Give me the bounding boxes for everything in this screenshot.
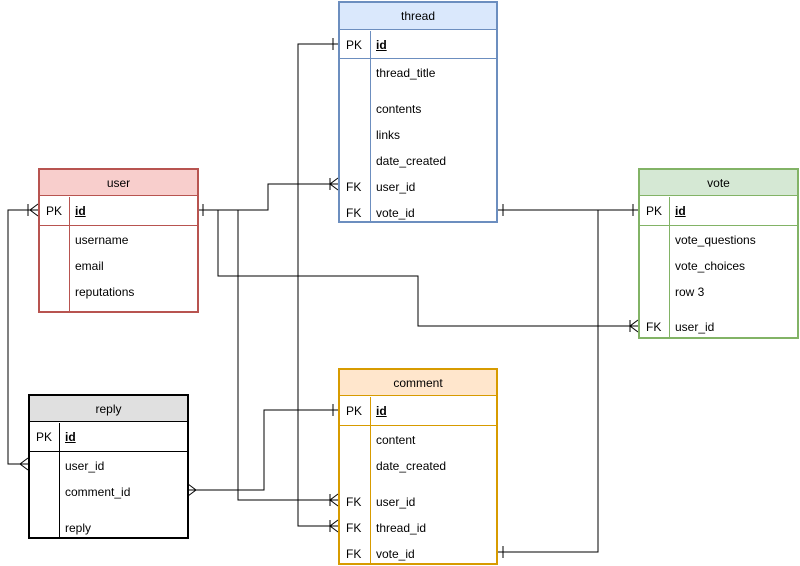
field-row: links: [340, 125, 496, 145]
rel-user-reply: [7, 209, 38, 465]
rel-vote-comment: [498, 210, 599, 553]
field-row: vote_questions: [640, 230, 797, 250]
entity-comment[interactable]: comment PK id content date_created FK us…: [338, 368, 498, 565]
field-row: date_created: [340, 151, 496, 171]
entity-thread-header: thread: [340, 3, 496, 30]
field-name: content: [376, 433, 416, 447]
field-name: date_created: [376, 459, 447, 473]
field-row: vote_choices: [640, 256, 797, 276]
rel-user-thread: [198, 183, 338, 211]
field-row-pk: PK id: [30, 427, 187, 447]
rel-comment-reply: [188, 409, 338, 491]
field-row-pk: PK id: [40, 201, 197, 221]
field-row-pk: PK id: [340, 35, 496, 55]
field-name: thread_id: [376, 521, 427, 535]
field-name: links: [376, 128, 401, 142]
field-name: row 3: [675, 285, 705, 299]
field-row-pk: PK id: [340, 401, 496, 421]
key-label: FK: [346, 180, 362, 194]
rel-thread-comment: [297, 43, 338, 527]
field-row: comment_id: [30, 482, 187, 502]
key-label: PK: [36, 430, 53, 444]
field-name: vote_id: [376, 206, 415, 220]
entity-comment-header: comment: [340, 370, 496, 396]
field-row: FK user_id: [340, 492, 496, 512]
pk-field: id: [376, 38, 387, 52]
field-row: user_id: [30, 456, 187, 476]
field-row: content: [340, 430, 496, 450]
rel-user-comment: [237, 210, 338, 501]
key-label: FK: [346, 547, 362, 561]
field-row: reply: [30, 518, 187, 538]
field-row: FK user_id: [640, 317, 797, 337]
field-name: thread_title: [376, 66, 436, 80]
field-name: contents: [376, 102, 422, 116]
field-name: user_id: [376, 180, 416, 194]
entity-reply[interactable]: reply PK id user_id comment_id reply: [28, 394, 189, 539]
key-label: FK: [346, 206, 362, 220]
key-label: PK: [46, 204, 63, 218]
field-name: user_id: [376, 495, 416, 509]
field-row: FK user_id: [340, 177, 496, 197]
field-name: date_created: [376, 154, 447, 168]
key-label: FK: [646, 320, 662, 334]
key-label: PK: [646, 204, 663, 218]
field-name: reply: [65, 521, 92, 535]
field-row: FK vote_id: [340, 203, 496, 223]
field-row: thread_title: [340, 63, 496, 83]
pk-field: id: [75, 204, 86, 218]
field-name: reputations: [75, 285, 135, 299]
key-label: PK: [346, 38, 363, 52]
entity-vote[interactable]: vote PK id vote_questions vote_choices r…: [638, 168, 799, 339]
entity-user[interactable]: user PK id username email reputations: [38, 168, 199, 313]
entity-vote-header: vote: [640, 170, 797, 196]
pk-field: id: [675, 204, 686, 218]
entity-reply-header: reply: [30, 396, 187, 422]
field-row: email: [40, 256, 197, 276]
entity-user-header: user: [40, 170, 197, 196]
field-name: username: [75, 233, 129, 247]
field-row: FK thread_id: [340, 518, 496, 538]
field-name: email: [75, 259, 104, 273]
field-row: reputations: [40, 282, 197, 302]
key-label: FK: [346, 521, 362, 535]
field-name: vote_id: [376, 547, 415, 561]
pk-field: id: [65, 430, 76, 444]
field-row: row 3: [640, 282, 797, 302]
field-row: date_created: [340, 456, 496, 476]
field-name: vote_choices: [675, 259, 746, 273]
key-label: PK: [346, 404, 363, 418]
field-name: user_id: [675, 320, 715, 334]
field-row-pk: PK id: [640, 201, 797, 221]
rel-user-vote: [217, 210, 638, 327]
field-name: user_id: [65, 459, 105, 473]
pk-field: id: [376, 404, 387, 418]
field-row: contents: [340, 99, 496, 119]
key-label: FK: [346, 495, 362, 509]
entity-thread[interactable]: thread PK id thread_title contents links…: [338, 1, 498, 223]
field-name: comment_id: [65, 485, 131, 499]
field-row: FK vote_id: [340, 544, 496, 564]
field-row: username: [40, 230, 197, 250]
field-name: vote_questions: [675, 233, 756, 247]
